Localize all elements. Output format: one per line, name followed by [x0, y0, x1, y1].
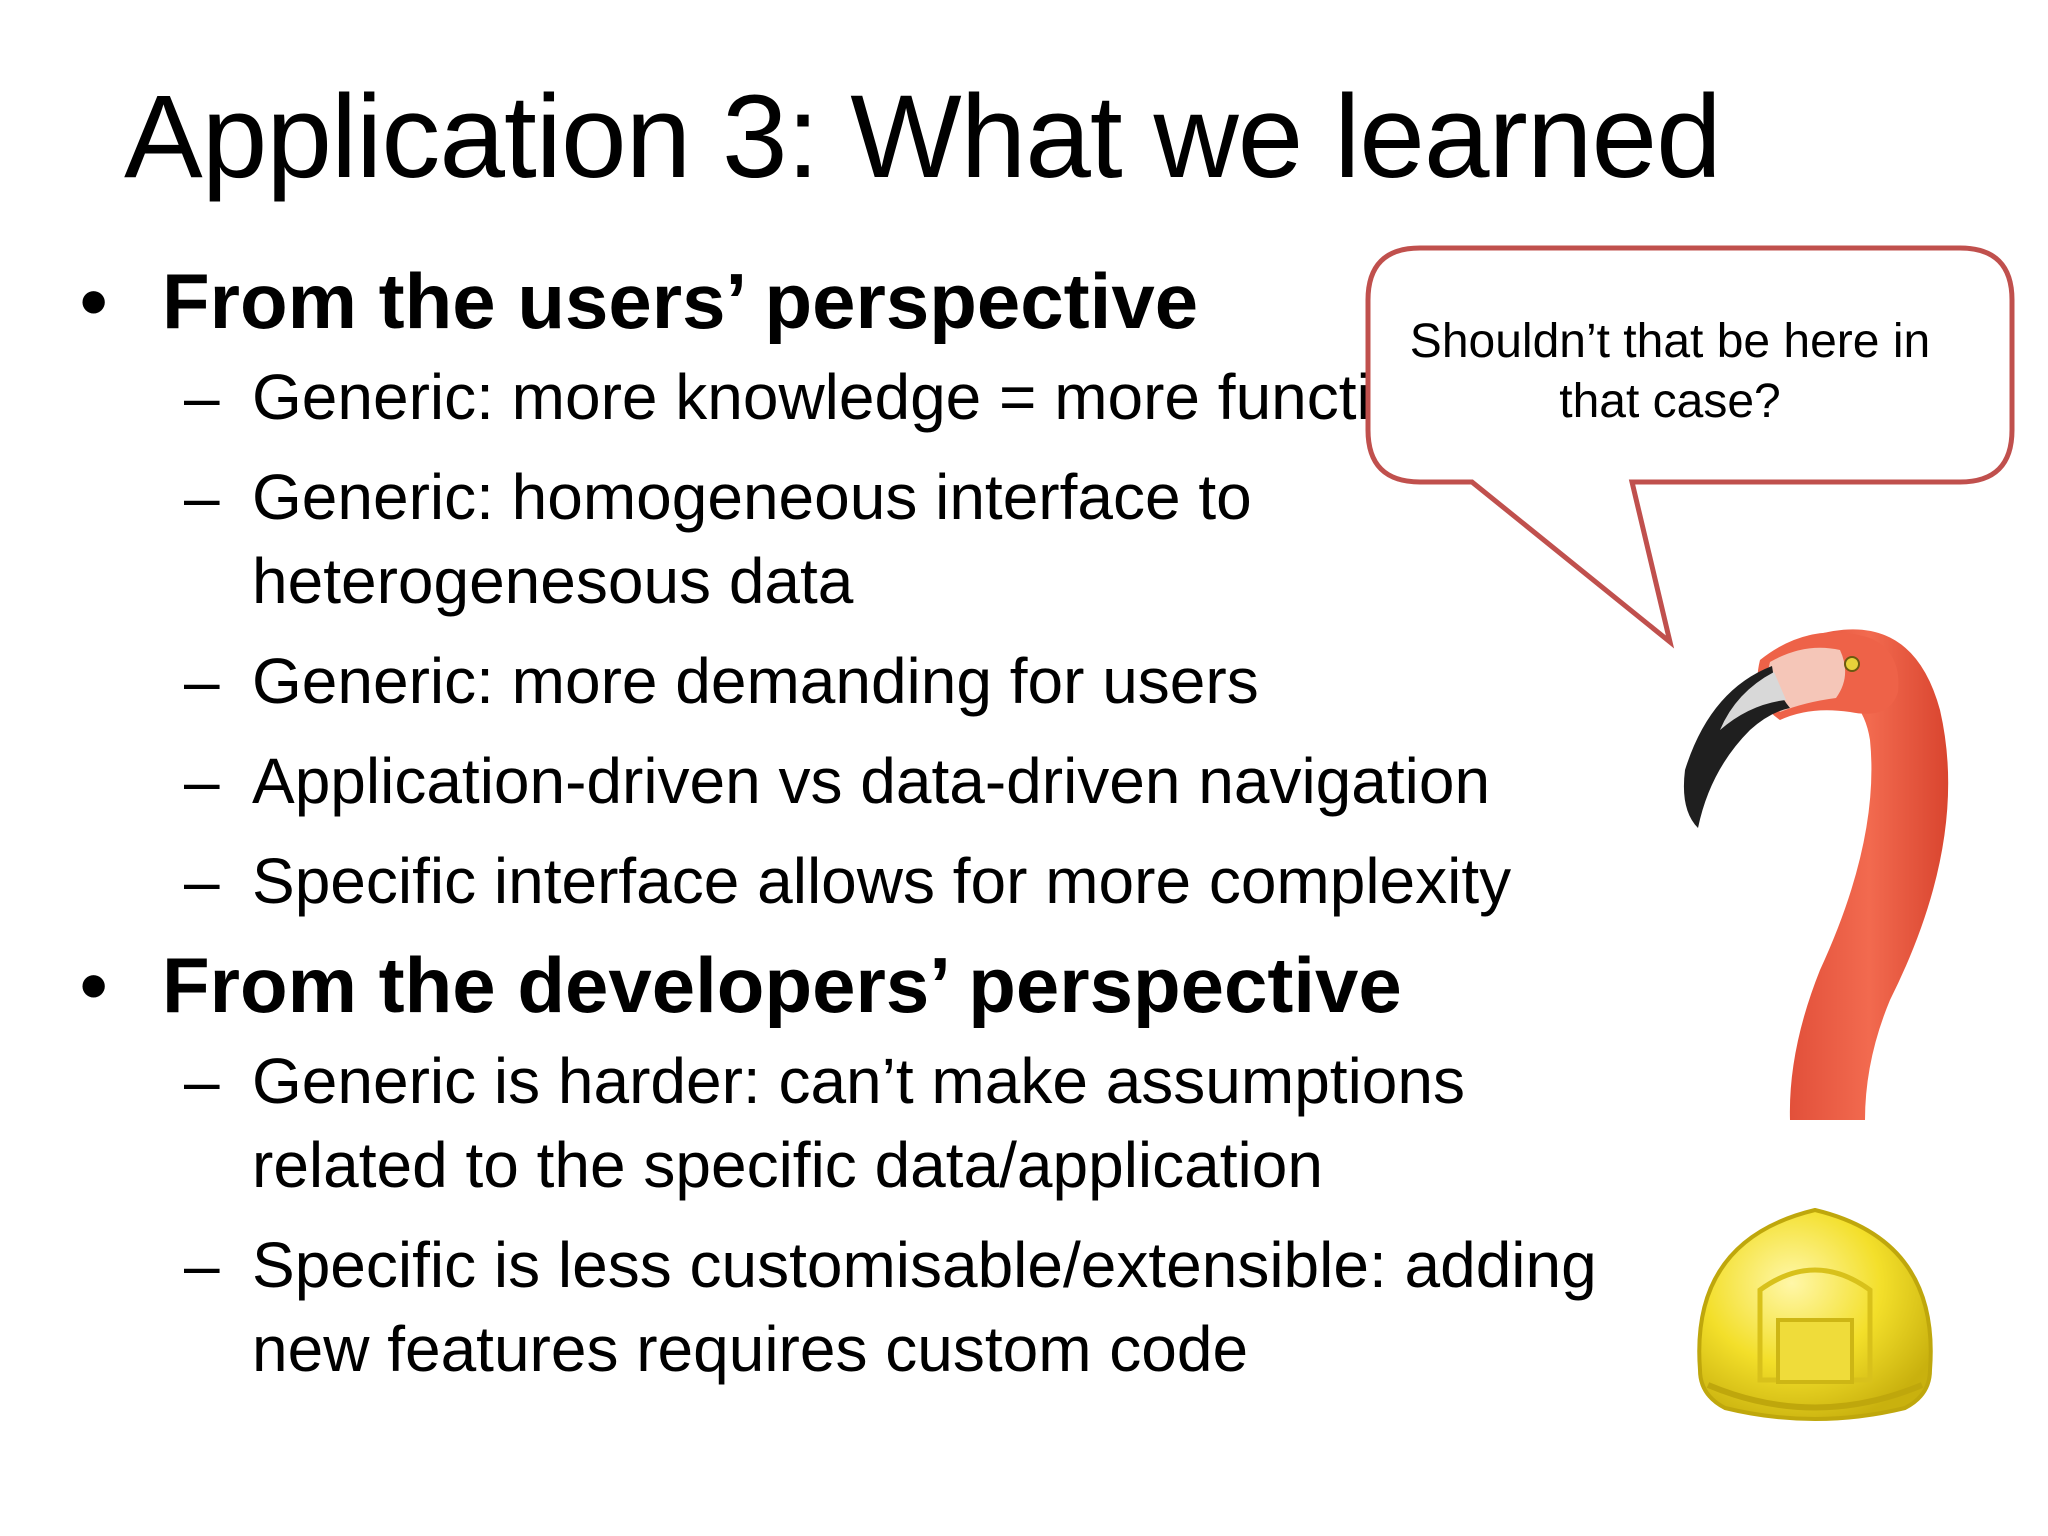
- slide-title: Application 3: What we learned: [124, 71, 1722, 203]
- sub-item-text: Specific interface allows for more compl…: [252, 845, 1512, 917]
- flamingo-beak: [1683, 666, 1790, 828]
- speech-bubble-shape: [1365, 245, 2015, 649]
- dash: –: [184, 645, 220, 717]
- speech-bubble-callout: [1365, 245, 2015, 649]
- dash: –: [184, 745, 220, 817]
- dash: –: [184, 845, 220, 917]
- hard-hat-brim: [1706, 1382, 1924, 1411]
- sub-item: –Specific interface allows for more comp…: [80, 839, 1650, 923]
- hard-hat-badge: [1776, 1318, 1854, 1384]
- bullet-heading: From the developers’ perspective: [162, 941, 1402, 1029]
- flamingo-eye: [1844, 656, 1860, 672]
- flamingo-neck: [1789, 629, 1949, 1120]
- bullet-users-perspective: • From the users’ perspective: [80, 255, 1650, 347]
- sub-item: –Application-driven vs data-driven navig…: [80, 739, 1650, 823]
- sub-item-text: Generic is harder: can’t make assumption…: [252, 1045, 1465, 1201]
- dash: –: [184, 1045, 220, 1117]
- sub-list-developers: –Generic is harder: can’t make assumptio…: [80, 1039, 1650, 1391]
- bullet-dot: •: [80, 257, 108, 345]
- bullet-heading: From the users’ perspective: [162, 257, 1199, 345]
- flamingo-image: [1683, 629, 1949, 1120]
- flamingo-face: [1767, 647, 1846, 712]
- dash: –: [184, 361, 220, 433]
- hard-hat-ridge: [1757, 1267, 1873, 1383]
- hard-hat-shell: [1697, 1207, 1933, 1421]
- sub-item-text: Generic: more demanding for users: [252, 645, 1259, 717]
- bullet-dot: •: [80, 941, 108, 1029]
- dash: –: [184, 461, 220, 533]
- flamingo-beak-light: [1720, 672, 1786, 730]
- hard-hat-image: [1697, 1207, 1933, 1421]
- sub-item-text: Specific is less customisable/extensible…: [252, 1229, 1597, 1385]
- sub-item: –Generic: more demanding for users: [80, 639, 1650, 723]
- callout-text: Shouldn’t that be here in that case?: [1409, 315, 1931, 428]
- sub-item: –Generic: homogeneous interface to heter…: [80, 455, 1650, 623]
- dash: –: [184, 1229, 220, 1301]
- sub-item-text: Application-driven vs data-driven naviga…: [252, 745, 1491, 817]
- sub-item: –Specific is less customisable/extensibl…: [80, 1223, 1650, 1391]
- sub-item: –Generic is harder: can’t make assumptio…: [80, 1039, 1650, 1207]
- sub-item-text: Generic: homogeneous interface to hetero…: [252, 461, 1252, 617]
- bullet-developers-perspective: • From the developers’ perspective: [80, 939, 1650, 1031]
